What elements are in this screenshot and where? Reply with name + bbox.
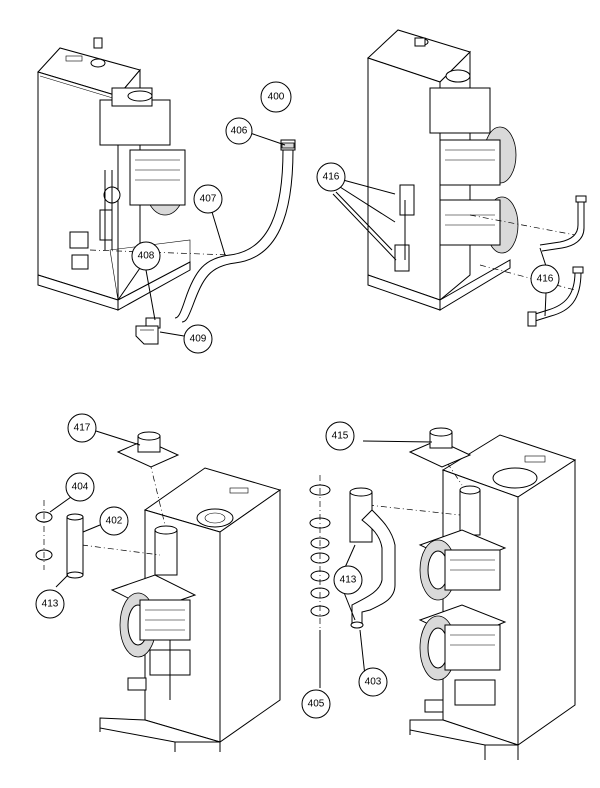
callout-label: 402 [106,516,123,527]
callout-415: 415 [325,421,355,451]
vent-adapter-417 [116,431,180,468]
boiler-unit-bottom-left [81,462,282,752]
callout-label: 416 [323,172,340,183]
callout-408: 408 [131,241,161,271]
callout-label: 409 [190,334,207,345]
callout-417: 417 [67,413,97,443]
callout-label: 415 [332,431,349,442]
callout-label: 407 [200,194,217,205]
callout-416-right: 416 [530,264,560,294]
callout-403: 403 [358,667,388,697]
callout-406: 406 [225,117,253,145]
boiler-unit-bottom-right [367,434,577,760]
callout-label: 400 [268,92,285,103]
callout-413-right: 413 [333,565,363,595]
callout-409: 409 [183,324,213,354]
boiler-unit-top-right [367,29,576,311]
leader-lines [49,132,547,688]
callout-405: 405 [301,689,331,719]
gas-pipes [527,195,587,327]
callout-label: 413 [42,599,59,610]
callout-label: 403 [365,677,382,688]
boiler-unit-top-left [37,37,231,311]
offset-vent-pipe-403 [349,487,396,629]
callout-413-left: 413 [35,589,65,619]
callout-400: 400 [260,81,292,113]
vent-adapter-415 [408,427,472,468]
condensate-hose [174,139,296,323]
callout-label: 408 [138,251,155,262]
callout-label: 405 [308,699,325,710]
callout-label: 404 [72,482,89,493]
callout-label: 416 [537,274,554,285]
callout-404: 404 [65,472,95,502]
callout-407: 407 [193,184,223,214]
drain-trap-fitting [135,317,161,345]
callout-label: 417 [74,423,91,434]
callout-label: 413 [340,575,357,586]
callout-label: 406 [231,126,248,137]
vent-pipe-402 [66,513,84,579]
callout-416-left: 416 [316,162,346,192]
gaskets-405 [309,475,331,630]
callout-402: 402 [99,506,129,536]
o-rings-404 [35,500,53,570]
